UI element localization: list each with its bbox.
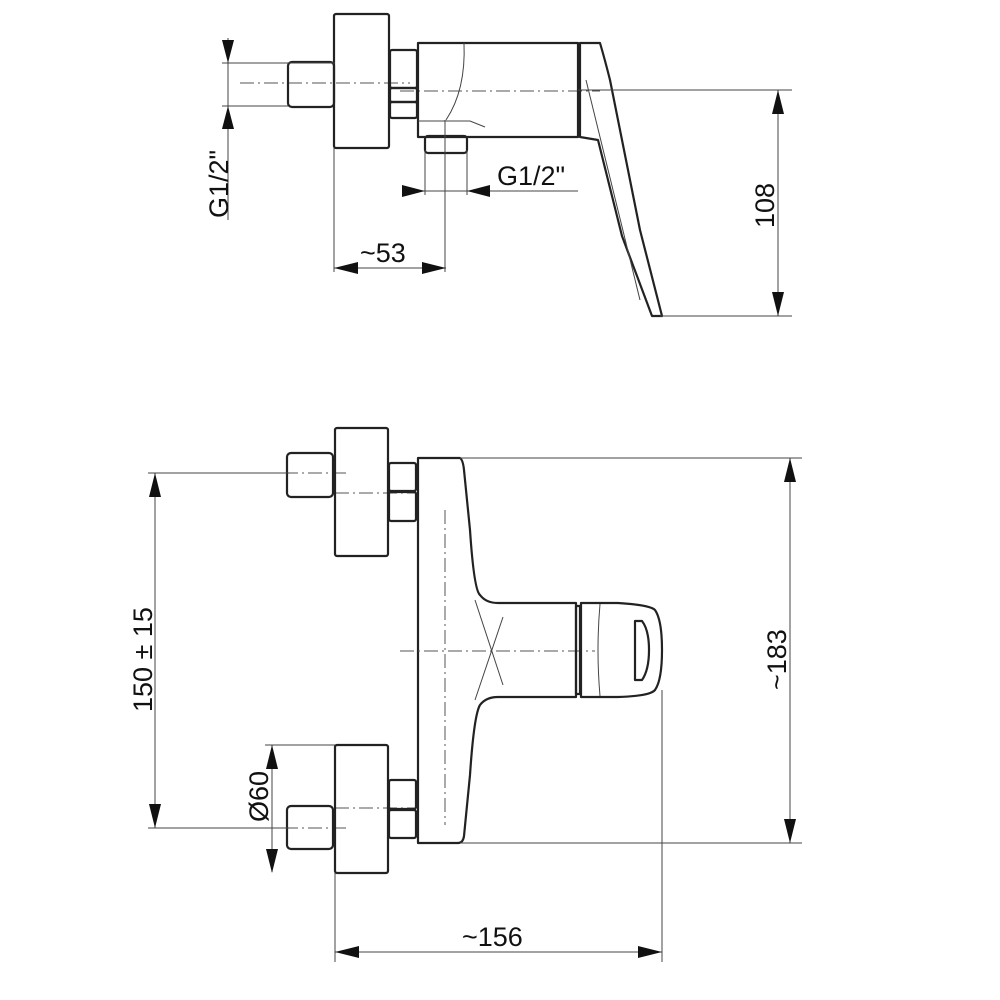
body-contour [445, 42, 465, 121]
arrow [149, 804, 161, 828]
wall-rosette-lower [333, 743, 390, 875]
arrow [402, 185, 425, 197]
body-contour [418, 120, 486, 128]
outlet-connector [423, 134, 469, 155]
wall-rosette [332, 12, 391, 150]
arrow [222, 106, 234, 129]
inlet-pipe [286, 60, 336, 109]
arrow [266, 745, 278, 769]
arrow [266, 849, 278, 873]
arrow [772, 90, 784, 114]
mixer-body [416, 41, 580, 139]
cartridge-mark [474, 616, 504, 701]
arrow [422, 262, 446, 274]
arrow [467, 185, 490, 197]
arrow [222, 40, 234, 63]
dim-inlet-thread-label: G1/2" [204, 150, 234, 218]
nut-lower [387, 778, 418, 840]
mixer-body [416, 456, 578, 845]
arrow [784, 819, 796, 843]
handle-ring [574, 604, 582, 696]
dim-center-distance-label: 150 ± 15 [128, 607, 158, 712]
dim-total-width-label: ~156 [462, 922, 523, 952]
dim-rosette-diameter-label: Ø60 [244, 771, 274, 822]
nut-upper [387, 461, 418, 523]
handle-contour [585, 79, 641, 301]
arrow [149, 473, 161, 497]
front-view: ~183 150 ± 15 Ø60 ~156 [128, 426, 802, 962]
dim-height-label: 108 [750, 183, 780, 228]
handle-grip [633, 619, 651, 682]
cartridge-mark [474, 599, 504, 686]
arrow [772, 292, 784, 316]
dim-depth-label: ~53 [360, 238, 406, 268]
handle-contour [597, 603, 601, 697]
arrow [784, 458, 796, 482]
arrow [335, 946, 359, 958]
arrow [334, 262, 358, 274]
arrow [638, 946, 662, 958]
wall-rosette-upper [333, 426, 390, 558]
nut [388, 48, 419, 120]
lever-handle [578, 41, 664, 318]
top-view: G1/2" G1/2" ~53 108 [204, 12, 792, 318]
dim-outlet-thread-label: G1/2" [497, 161, 565, 191]
lever-handle [579, 601, 664, 699]
dim-total-height-label: ~183 [762, 629, 792, 690]
inlet-pipe-upper [285, 451, 335, 499]
